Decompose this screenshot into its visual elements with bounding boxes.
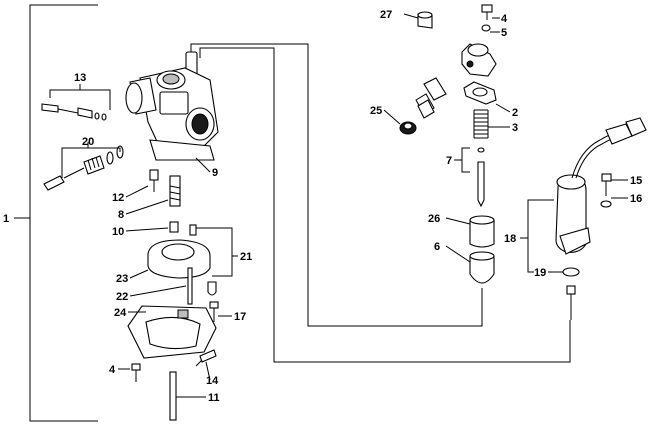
callout-4-top: 4 (501, 13, 508, 25)
top-cover (461, 43, 497, 77)
callout-6: 6 (434, 241, 440, 253)
screw-14 (195, 349, 217, 367)
jet-needle-7 (477, 147, 485, 208)
callout-21: 21 (240, 251, 252, 263)
callout-17: 17 (234, 311, 246, 323)
washer-5 (481, 24, 491, 32)
gasket-2 (463, 81, 497, 105)
fitting-25 (399, 121, 417, 135)
solenoid-plunger (566, 285, 576, 320)
callout-14: 14 (206, 375, 219, 387)
screw-4-bowl (131, 363, 141, 382)
idle-screw-assembly (41, 103, 107, 121)
screw-12 (149, 169, 159, 192)
leader-25 (383, 109, 401, 125)
slide-26 (469, 215, 495, 248)
callout-8: 8 (118, 209, 124, 221)
route-line-plunger (190, 43, 483, 327)
leader-27 (403, 13, 419, 19)
callout-2: 2 (512, 107, 518, 119)
bracket-18 (527, 199, 554, 273)
leader-8 (125, 199, 169, 215)
screw-4-top (481, 4, 493, 20)
jet-10 (169, 221, 179, 233)
o-ring-19 (562, 267, 580, 277)
main-jet-8 (169, 175, 181, 207)
bracket-20 (61, 147, 121, 178)
callout-13: 13 (74, 72, 86, 84)
bracket-1 (29, 4, 98, 422)
callout-20: 20 (82, 136, 94, 148)
callout-3: 3 (512, 122, 518, 134)
callout-26: 26 (428, 213, 440, 225)
leader-14 (205, 361, 211, 381)
cap-27 (417, 11, 433, 29)
spring-3 (473, 109, 489, 139)
callout-1: 1 (3, 213, 9, 225)
carburetor-body (125, 51, 219, 161)
needle-valve (207, 281, 217, 296)
leader-22 (129, 285, 187, 297)
spring-small (415, 77, 447, 119)
leader-6 (445, 245, 471, 263)
bracket-13 (49, 89, 111, 110)
callout-9: 9 (212, 167, 218, 179)
washer-16 (600, 200, 612, 208)
callout-18: 18 (504, 233, 516, 245)
solenoid-18 (555, 117, 647, 255)
bracket-21 (196, 227, 233, 277)
float-23 (147, 239, 211, 279)
callout-27: 27 (380, 9, 392, 21)
callout-10: 10 (112, 226, 124, 238)
callout-24: 24 (114, 307, 127, 319)
callout-25: 25 (370, 105, 382, 117)
leader-9 (195, 157, 211, 173)
callout-11: 11 (208, 392, 220, 404)
callout-19: 19 (534, 267, 546, 279)
float-bowl-24 (127, 305, 217, 359)
callout-15: 15 (630, 175, 642, 187)
leader-23 (129, 269, 149, 279)
drain-tube-11 (169, 371, 177, 421)
pilot-screw-assembly (43, 145, 124, 191)
callout-7: 7 (446, 155, 452, 167)
leader-10 (125, 227, 169, 232)
float-pin-22 (187, 267, 193, 305)
screw-15 (601, 173, 612, 196)
callout-4-bowl: 4 (109, 364, 116, 376)
callout-22: 22 (116, 291, 128, 303)
route-line-solenoid (199, 47, 571, 363)
callout-16: 16 (630, 193, 642, 205)
pilot-jet (189, 224, 197, 236)
bracket-7 (461, 147, 470, 173)
leader-26 (445, 217, 471, 225)
callout-23: 23 (116, 273, 128, 285)
leader-2 (495, 103, 511, 113)
callout-12: 12 (112, 192, 124, 204)
leader-12 (125, 185, 149, 198)
screw-17 (209, 301, 219, 322)
callout-5: 5 (501, 27, 507, 39)
throttle-valve-6 (469, 251, 495, 284)
